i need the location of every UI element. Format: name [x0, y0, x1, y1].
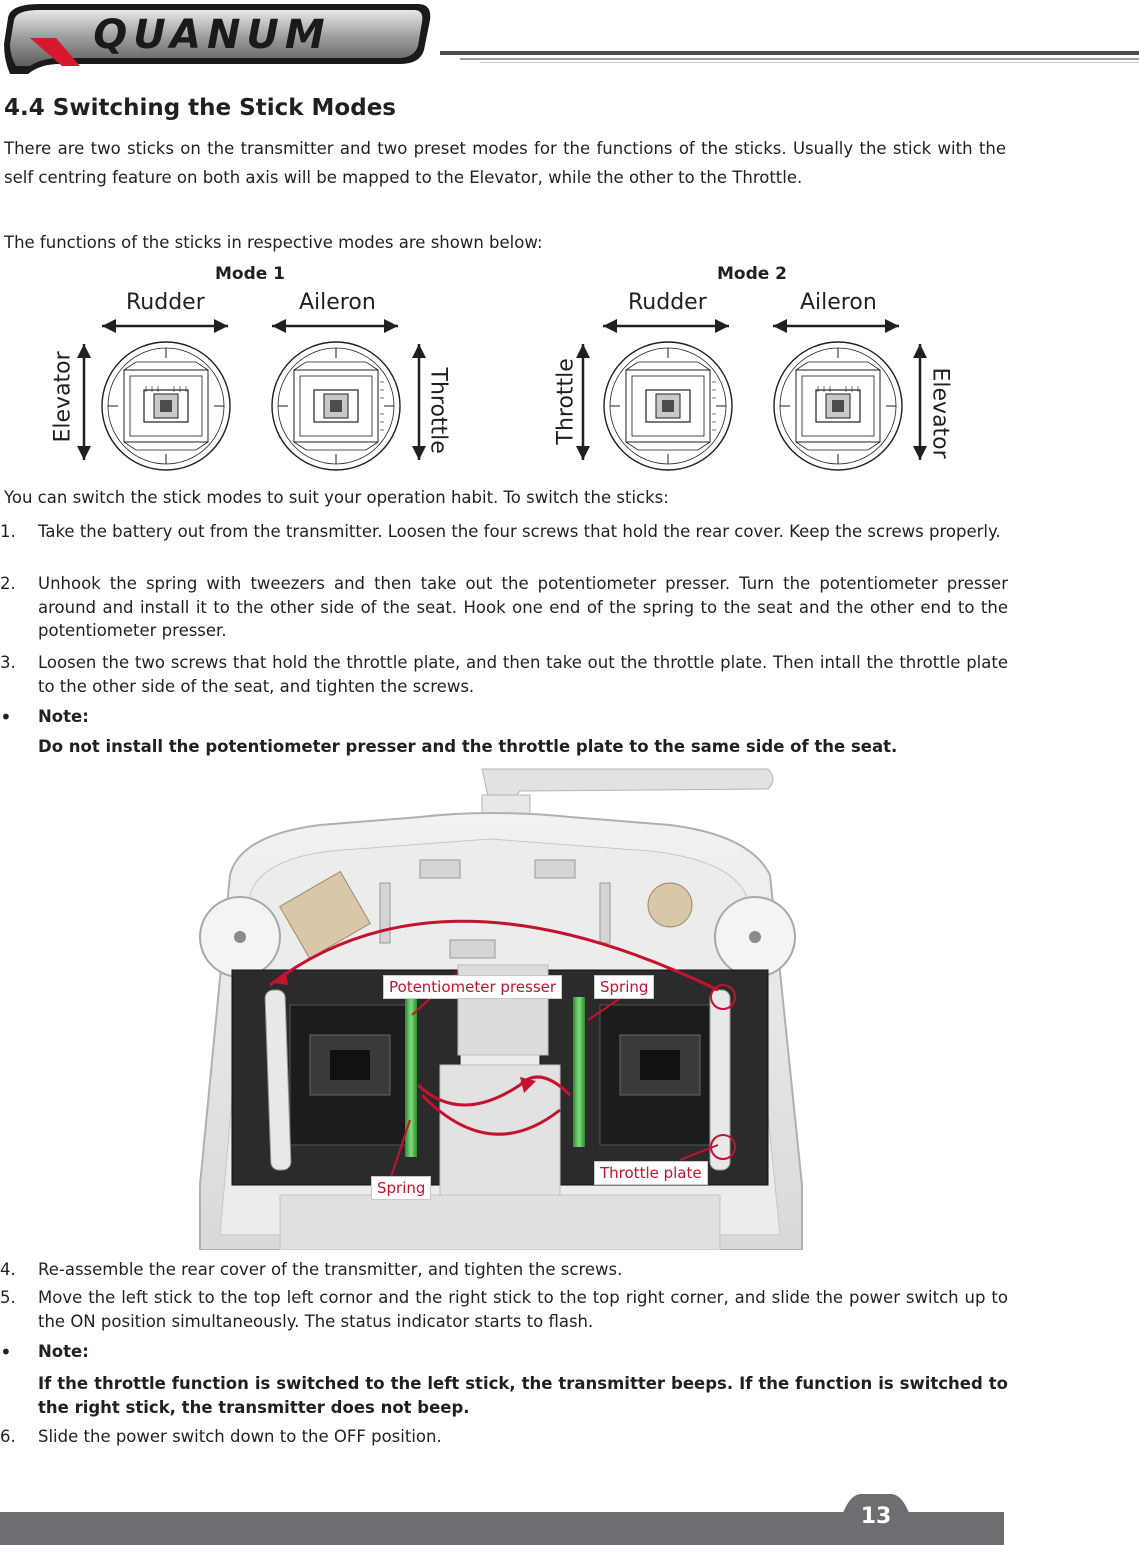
section-title: 4.4 Switching the Stick Modes [4, 95, 396, 121]
step-3: 3. Loosen the two screws that hold the t… [0, 651, 1008, 698]
callout-spring-top: Spring [594, 975, 655, 999]
page-number-tab [835, 1494, 917, 1540]
step-2: 2. Unhook the spring with tweezers and t… [0, 572, 1008, 643]
step-6: 6. Slide the power switch down to the OF… [0, 1425, 1008, 1449]
brand-logo-graphic: QUANUM [4, 4, 431, 74]
mode-2-rudder-label: Rudder [628, 290, 707, 315]
step-text: Slide the power switch down to the OFF p… [38, 1427, 442, 1446]
step-text: Take the battery out from the transmitte… [38, 522, 1001, 541]
mode-1-title: Mode 1 [214, 264, 286, 284]
step-number: 6. [0, 1427, 16, 1446]
note-2-body: If the throttle function is switched to … [0, 1372, 1008, 1419]
note-bullet: • [0, 1340, 12, 1364]
intro-paragraph: There are two sticks on the transmitter … [4, 139, 1006, 187]
note-2: • Note: [0, 1340, 1008, 1364]
callout-spring-bottom: Spring [371, 1176, 432, 1200]
stick-mode-diagrams [77, 319, 927, 471]
step-1: 1. Take the battery out from the transmi… [0, 520, 1008, 544]
step-text: Unhook the spring with tweezers and then… [38, 574, 1008, 640]
step-text: Move the left stick to the top left corn… [38, 1288, 1008, 1331]
mode-1-aileron-label: Aileron [299, 290, 376, 315]
note-text: Do not install the potentiometer presser… [38, 737, 898, 756]
step-text: Loosen the two screws that hold the thro… [38, 653, 1008, 696]
step-number: 2. [0, 574, 16, 593]
mode-2-title: Mode 2 [716, 264, 788, 284]
transmitter-illustration [199, 768, 803, 1251]
note-label: Note: [38, 707, 89, 726]
step-5: 5. Move the left stick to the top left c… [0, 1286, 1008, 1333]
mode-2-left-stick [603, 341, 733, 471]
note-label: Note: [38, 1342, 89, 1361]
svg-text:QUANUM: QUANUM [93, 12, 330, 58]
note-text: If the throttle function is switched to … [38, 1374, 1008, 1417]
step-4: 4. Re-assemble the rear cover of the tra… [0, 1258, 1008, 1282]
lead-in-text: You can switch the stick modes to suit y… [4, 488, 669, 507]
note-bullet: • [0, 705, 12, 729]
step-number: 5. [0, 1288, 16, 1307]
mode-1-right-stick [271, 341, 401, 471]
intro-paragraph-2: The functions of the sticks in respectiv… [4, 233, 543, 252]
mode-1-left-stick [101, 341, 231, 471]
page-number: 13 [860, 1504, 892, 1529]
step-number: 1. [0, 522, 16, 541]
brand-logo: QUANUM [0, 0, 440, 80]
note-1: • Note: [0, 705, 1008, 729]
callout-throttle-plate: Throttle plate [594, 1161, 708, 1185]
mode-2-right-stick [773, 341, 903, 471]
step-number: 3. [0, 653, 16, 672]
mode-1-rudder-label: Rudder [126, 290, 205, 315]
callout-potentiometer-presser: Potentiometer presser [383, 975, 563, 999]
step-text: Re-assemble the rear cover of the transm… [38, 1260, 623, 1279]
note-1-body: Do not install the potentiometer presser… [0, 735, 1008, 759]
mode-2-aileron-label: Aileron [800, 290, 877, 315]
header-rule [440, 48, 1139, 68]
step-number: 4. [0, 1260, 16, 1279]
transmitter-interior-photo: Potentiometer presser Spring Spring Thro… [190, 765, 810, 1251]
